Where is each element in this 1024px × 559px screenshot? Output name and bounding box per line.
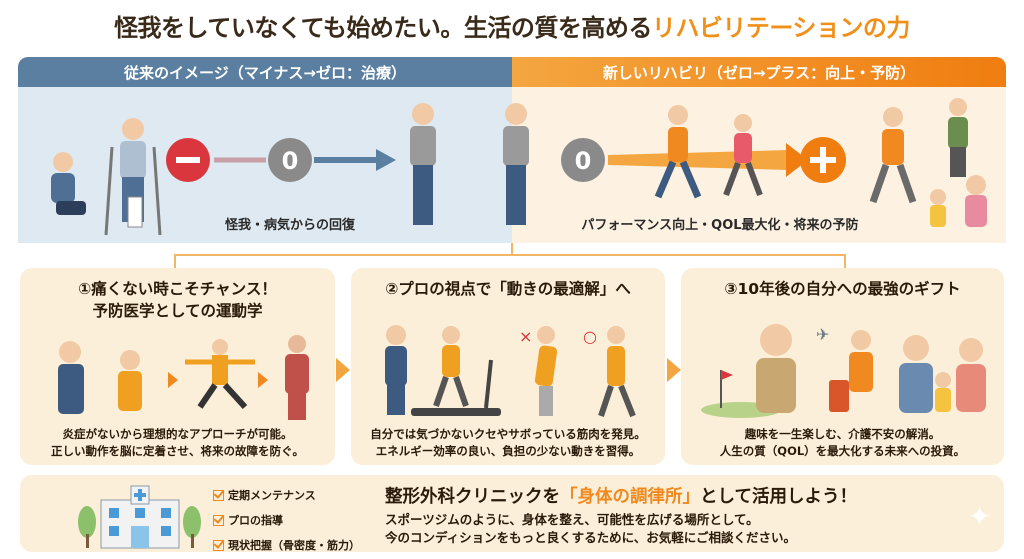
card-subtitle: 予防医学としての運動学	[92, 302, 263, 320]
chevron-right-icon	[667, 358, 681, 382]
right-mark: ○	[583, 327, 597, 346]
checklist-label: 定期メンテナンス	[228, 489, 316, 502]
card-prevention: ①痛くない時こそチャンス！ 予防医学としての運動学 炎症がないから理想的なアプロ…	[20, 268, 335, 465]
svg-text:0: 0	[282, 147, 299, 175]
title-highlight: リハビリテーションの力	[651, 14, 911, 42]
card-future-gift: ③10年後の自分への最強のギフト ✈ 趣味を一生楽しむ、介護不安の解消。 人生の…	[681, 268, 1004, 465]
card-title: ③10年後の自分への最強のギフト	[724, 280, 961, 298]
sparkle-icon: ✦	[968, 500, 992, 533]
zero-circle-new	[561, 138, 605, 182]
clinic-building-icon	[78, 485, 201, 549]
checklist-label: 現状把握（骨密度・筋力）	[228, 539, 360, 552]
old-caption: 怪我・病気からの回復	[224, 218, 355, 233]
card-desc: 炎症がないから理想的なアプローチが可能。	[62, 427, 293, 441]
headline-pre: 整形外科クリニックを	[385, 487, 560, 507]
card-title: ①痛くない時こそチャンス！	[78, 280, 277, 298]
exercise-illustration	[58, 335, 309, 420]
old-image-banner: 従来のイメージ（マイナス→ゼロ：治療）	[18, 57, 512, 87]
standing-person-icon	[410, 103, 436, 225]
family-icon	[930, 175, 987, 227]
checklist: 定期メンテナンス プロの指導 現状把握（骨密度・筋力）	[213, 487, 360, 553]
crutches-person-icon	[104, 118, 162, 236]
card-desc: 自分では気づかないクセやサボっている筋肉を発見。	[370, 427, 646, 441]
card-title: ②プロの視点で「動きの最適解」へ	[385, 280, 631, 298]
golf-flag-icon	[721, 370, 733, 380]
card-desc: 正しい動作を脳に定着させ、将来の故障を防ぐ。	[51, 444, 304, 458]
card-desc: 人生の質（QOL）を最大化する未来への投資。	[719, 444, 966, 458]
airplane-icon: ✈	[816, 325, 829, 344]
checklist-item: プロの指導	[213, 512, 360, 528]
running-person-icon	[654, 105, 702, 199]
connector-lines	[174, 243, 846, 269]
svg-text:0: 0	[575, 147, 592, 175]
chevron-right-icon	[336, 358, 350, 382]
suitcase-icon	[829, 380, 849, 412]
headline-post: として活用しよう！	[700, 487, 857, 507]
checkbox-icon	[213, 489, 224, 501]
treadmill-icon	[411, 408, 501, 416]
zero-circle-old	[268, 138, 312, 182]
elderly-walking-icon	[869, 107, 917, 204]
gait-analysis-illustration: × ○	[385, 325, 636, 418]
card-pro-view: ②プロの視点で「動きの最適解」へ × ○ 自分では気づかないクセやサボっている筋…	[351, 268, 665, 465]
headline-highlight: 「身体の調律所」	[560, 487, 700, 507]
title-main: 怪我をしていなくても始めたい。生活の質を高める	[114, 14, 652, 42]
wrong-mark: ×	[519, 327, 532, 346]
injured-person-icon	[51, 152, 86, 215]
clinic-body-line: 今のコンディションをもっと良くするために、お気軽にご相談ください。	[385, 530, 797, 545]
clinic-headline: 整形外科クリニックを「身体の調律所」として活用しよう！	[385, 483, 857, 508]
standing-person-icon	[503, 103, 529, 225]
page-title: 怪我をしていなくても始めたい。生活の質を高めるリハビリテーションの力	[0, 8, 1024, 43]
card-desc: 趣味を一生楽しむ、介護不安の解消。	[744, 427, 941, 441]
running-person-icon	[723, 114, 763, 197]
checklist-label: プロの指導	[228, 514, 283, 527]
future-life-illustration: ✈	[701, 324, 986, 418]
card-desc: エネルギー効率の良い、負担の少ない動きを習得。	[375, 444, 641, 458]
hiker-icon	[948, 98, 968, 177]
checklist-item: 現状把握（骨密度・筋力）	[213, 537, 360, 553]
comparison-illustration: 0 0	[51, 98, 987, 236]
new-caption: パフォーマンス向上・QOL最大化・将来の予防	[581, 218, 859, 233]
clinic-body: スポーツジムのように、身体を整え、可能性を広げる場所として。 今のコンディション…	[385, 511, 796, 547]
clinic-cta-card	[20, 475, 1004, 552]
new-rehab-banner: 新しいリハビリ（ゼロ→プラス：向上・予防）	[512, 57, 1006, 87]
clinic-body-line: スポーツジムのように、身体を整え、可能性を広げる場所として。	[385, 512, 759, 527]
checklist-item: 定期メンテナンス	[213, 487, 360, 503]
checkbox-icon	[213, 539, 224, 551]
checkbox-icon	[213, 514, 224, 526]
